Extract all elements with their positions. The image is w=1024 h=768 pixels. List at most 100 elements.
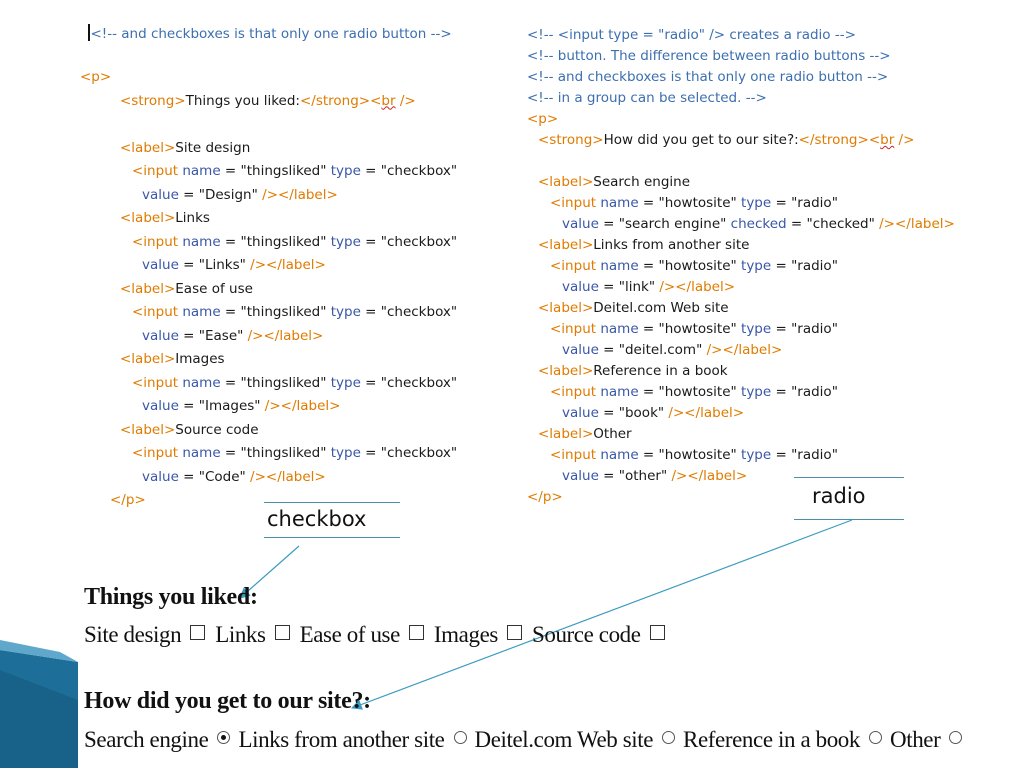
code-line: <label>Site design [120,139,251,158]
code-token: = "checkbox" [360,445,458,461]
code-token: How did you get to our site?: [603,132,799,148]
checkbox-heading: Things you liked: [84,584,258,610]
radio-label: Reference in a book [683,726,860,752]
code-line: <!-- in a group can be selected. --> [527,91,767,108]
code-token: Deitel.com Web site [593,300,729,316]
code-token: = "checked" [786,216,880,232]
code-line: <label>Reference in a book [538,364,728,381]
code-token: = "checkbox" [360,374,458,391]
code-line: <label>Source code [120,421,259,440]
code-token: = "radio" [771,258,838,274]
code-token: = "radio" [771,384,838,400]
code-token: /></label> [659,279,736,295]
code-line: </p> [110,492,146,510]
checkbox-input[interactable] [408,625,424,641]
radio-input[interactable] [949,731,963,745]
code-token: /> [395,92,416,109]
code-token: = "howtosite" [638,195,737,211]
code-line: <input name = "howtosite" type = "radio" [550,321,838,339]
code-token: /></label> [668,405,745,421]
radio-input[interactable] [453,731,467,745]
code-token: name [178,445,221,461]
code-line: <label>Deitel.com Web site [538,300,729,318]
code-line: <input name = "howtosite" type = "radio" [550,447,838,465]
code-line: value = "search engine" checked = "check… [562,216,955,234]
code-token: type [736,195,772,211]
code-line: <!-- and checkboxes is that only one rad… [527,70,888,87]
code-token: </strong> [798,132,869,148]
code-token: name [178,163,221,179]
checkbox-label: Images [433,621,498,647]
code-token: <label> [538,174,594,190]
checkbox-callout: checkbox [264,502,400,538]
code-line: <p> [80,69,112,87]
code-token: /></label> [250,257,326,273]
code-line: <strong>Things you liked:</strong><br /> [120,92,416,111]
checkbox-input[interactable] [506,625,522,641]
code-token: = "checkbox" [360,163,458,179]
code-token: /> [894,132,915,148]
code-line: <p> [527,112,558,129]
checkbox-input[interactable] [274,625,290,641]
code-token: name [596,321,639,337]
code-line: <input name = "thingsliked" type = "chec… [132,235,457,252]
checkbox-input[interactable] [190,625,206,641]
code-token: <label> [120,351,176,367]
code-token: /></label> [264,398,341,414]
code-token: = "Ease" [178,327,248,344]
code-token: = "radio" [771,447,838,463]
code-line: value = "deitel.com" /></label> [562,342,782,360]
code-line: <label>Links from another site [538,238,749,255]
code-token: <label> [538,300,594,316]
code-token: /></label> [262,186,338,203]
code-line: <input name = "howtosite" type = "radio" [550,258,838,276]
code-token: </p> [110,492,146,508]
code-line: value = "book" /></label> [562,405,745,423]
code-token: /></label> [879,216,955,232]
checkbox-label: Source code [531,621,641,647]
code-token: <!-- <input type = "radio" /> creates a … [527,27,856,43]
code-token: = "deitel.com" [598,342,707,358]
code-token: = "book" [598,405,669,421]
checkbox-input[interactable] [649,625,665,641]
radio-arrow [350,519,853,710]
code-token: type [736,447,772,463]
code-token: Links [175,210,210,226]
code-token: <label> [120,139,176,156]
code-token: <label> [120,280,176,297]
code-token: value [562,342,599,358]
code-token: value [142,327,179,344]
radio-label: Other [890,726,941,752]
radio-input[interactable] [869,731,882,745]
code-line: value = "link" /></label> [562,279,736,297]
code-token: </strong> [299,92,371,109]
code-token: <label> [120,210,176,226]
code-line: <!-- button. The difference between radi… [527,49,891,66]
code-token: <input [132,304,179,320]
code-token: = "thingsliked" [220,445,327,461]
code-line: value = "Code" /></label> [142,468,326,487]
checkbox-source-code: <!-- and checkboxes is that only one rad… [80,24,480,514]
code-token: < [868,132,881,148]
code-token: <input [132,445,179,461]
code-token: <p> [80,69,112,85]
radio-input[interactable] [217,731,231,745]
code-line: <label>Links [120,210,210,228]
code-token: = "search engine" [598,216,731,232]
code-token: value [562,468,599,484]
code-token: name [596,258,639,274]
code-token: type [736,321,772,337]
code-token: Source code [175,421,259,438]
code-token: value [142,468,179,485]
code-line: <input name = "thingsliked" type = "chec… [132,445,458,463]
code-token: Other [593,426,632,442]
radio-input[interactable] [662,731,676,745]
code-token: type [326,374,361,391]
code-token: = "link" [598,279,660,295]
code-line: <input name = "howtosite" type = "radio" [550,195,838,213]
code-token: = "howtosite" [638,321,737,337]
code-token: checked [730,216,787,232]
radio-label: Search engine [84,726,209,752]
code-token: Site design [175,139,251,156]
